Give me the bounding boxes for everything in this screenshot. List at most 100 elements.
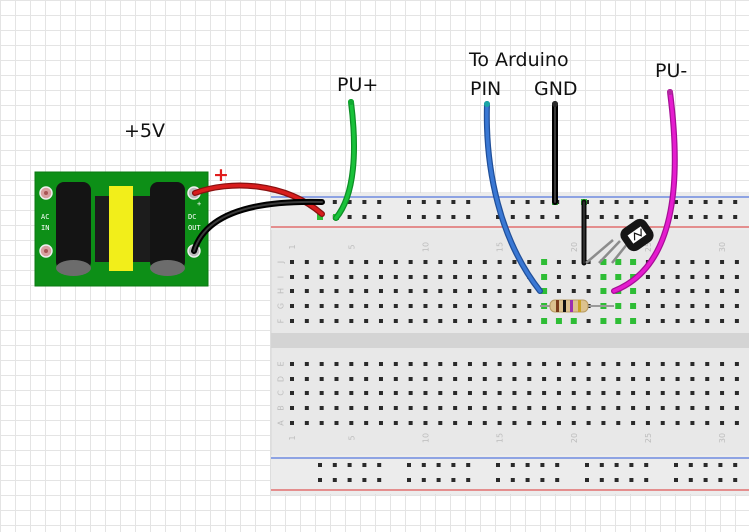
hole (690, 304, 695, 308)
hole (525, 478, 530, 482)
hole (304, 275, 309, 279)
hole (510, 478, 515, 482)
hole (690, 275, 695, 279)
hole (423, 304, 428, 308)
hole (720, 260, 725, 264)
hole (734, 362, 739, 366)
hole (675, 406, 680, 410)
hole (349, 289, 354, 293)
hole (690, 319, 695, 323)
hole (482, 377, 487, 381)
connected-hole (570, 318, 577, 324)
hole (408, 289, 413, 293)
hole (290, 391, 294, 395)
hole (290, 377, 294, 381)
hole (734, 275, 739, 279)
hole (629, 200, 634, 204)
hole (438, 362, 443, 366)
row-label: B (277, 405, 286, 411)
hole (645, 289, 650, 293)
hole (556, 260, 561, 264)
hole (290, 260, 294, 264)
hole (527, 289, 532, 293)
transformer-coil (109, 186, 133, 271)
hole (542, 377, 547, 381)
hole (332, 478, 337, 482)
hole (527, 304, 532, 308)
hole (290, 362, 294, 366)
hole (675, 391, 680, 395)
hole (705, 391, 710, 395)
hole (349, 304, 354, 308)
hole (378, 362, 383, 366)
hole (482, 391, 487, 395)
hole (466, 215, 471, 219)
hole (304, 362, 309, 366)
hole (645, 362, 650, 366)
hole (304, 421, 309, 425)
hole (421, 200, 426, 204)
hole (349, 421, 354, 425)
hole (527, 362, 532, 366)
hole (733, 200, 738, 204)
hole (690, 260, 695, 264)
hole (571, 275, 576, 279)
hole (319, 275, 324, 279)
hole (304, 391, 309, 395)
hole (542, 391, 547, 395)
hole (467, 275, 472, 279)
hole (585, 478, 589, 482)
hole (703, 200, 708, 204)
hole (332, 463, 337, 467)
hole (497, 260, 502, 264)
hole (362, 478, 367, 482)
hole (586, 421, 591, 425)
hole (690, 421, 695, 425)
hole (482, 421, 487, 425)
hole (720, 421, 725, 425)
hole (377, 463, 382, 467)
hole (290, 319, 294, 323)
hole (734, 319, 739, 323)
hole (467, 391, 472, 395)
hole (466, 478, 471, 482)
hole (421, 463, 426, 467)
column-number: 10 (421, 242, 430, 252)
hole (556, 377, 561, 381)
hole (556, 275, 561, 279)
hole (377, 200, 382, 204)
hole (364, 319, 369, 323)
hole (571, 260, 576, 264)
hole (571, 391, 576, 395)
hole (423, 319, 428, 323)
hole (601, 362, 606, 366)
hole (393, 304, 398, 308)
hole (718, 200, 723, 204)
hole (304, 289, 309, 293)
connected-hole (317, 214, 323, 220)
hole (586, 362, 591, 366)
hole (614, 478, 619, 482)
hole (556, 421, 561, 425)
hole (347, 478, 352, 482)
hole (364, 406, 369, 410)
column-number: 25 (644, 433, 653, 443)
wire-blue-arduino-pin (483, 101, 543, 294)
hole (453, 275, 458, 279)
hole (393, 260, 398, 264)
hole (362, 463, 367, 467)
hole (423, 260, 428, 264)
hole (718, 463, 723, 467)
hole (408, 362, 413, 366)
hole (512, 391, 517, 395)
hole (497, 289, 502, 293)
hole (660, 275, 665, 279)
row-label: I (277, 276, 286, 278)
hole (290, 421, 294, 425)
hole (688, 200, 693, 204)
connected-hole (630, 303, 637, 309)
hole (599, 478, 604, 482)
row-label: H (277, 288, 286, 294)
hole (304, 319, 309, 323)
